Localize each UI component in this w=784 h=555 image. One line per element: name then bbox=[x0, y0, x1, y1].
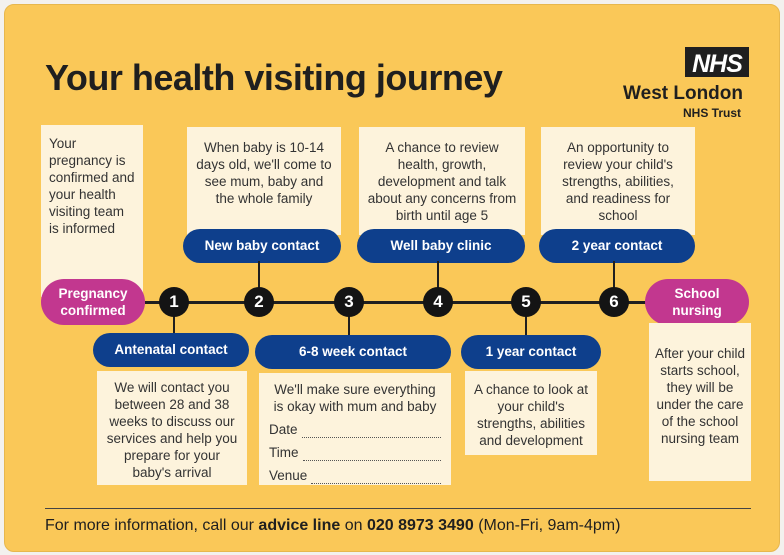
step-number-4: 4 bbox=[423, 287, 453, 317]
time-field[interactable]: Time bbox=[269, 444, 441, 461]
date-field[interactable]: Date bbox=[269, 421, 441, 438]
footer-divider bbox=[45, 508, 751, 509]
step-4-info-box: A chance to review health, growth, devel… bbox=[359, 127, 525, 235]
footer-prefix: For more information, call our bbox=[45, 517, 254, 534]
stem-5 bbox=[525, 313, 527, 339]
stem-3 bbox=[348, 313, 350, 339]
pregnancy-info-text: Your pregnancy is confirmed and your hea… bbox=[49, 136, 135, 236]
pregnancy-label-2: confirmed bbox=[60, 303, 126, 318]
step-number-3: 3 bbox=[334, 287, 364, 317]
step-number-2: 2 bbox=[244, 287, 274, 317]
school-label-2: nursing bbox=[672, 303, 722, 318]
org-name: West London bbox=[623, 83, 743, 104]
timeline-line bbox=[145, 301, 655, 304]
advice-line-label: advice line bbox=[258, 517, 341, 534]
school-info-text: After your child starts school, they wil… bbox=[654, 346, 746, 446]
step-5-info-box: A chance to look at your child's strengt… bbox=[465, 371, 597, 455]
step-6-title: 2 year contact bbox=[539, 229, 695, 263]
step-number-6: 6 bbox=[599, 287, 629, 317]
step-1-info-box: We will contact you between 28 and 38 we… bbox=[97, 371, 247, 485]
step-2-text: When baby is 10-14 days old, we'll come … bbox=[196, 140, 332, 206]
date-label: Date bbox=[269, 422, 298, 437]
phone-number[interactable]: 020 8973 3490 bbox=[366, 517, 474, 534]
step-2-info-box: When baby is 10-14 days old, we'll come … bbox=[187, 127, 341, 235]
step-3-title: 6-8 week contact bbox=[255, 335, 451, 369]
pregnancy-confirmed-badge: Pregnancy confirmed bbox=[41, 279, 145, 325]
footer-info: For more information, call our advice li… bbox=[45, 517, 620, 535]
venue-label: Venue bbox=[269, 468, 308, 483]
stem-6 bbox=[613, 261, 615, 289]
step-1-text: We will contact you between 28 and 38 we… bbox=[106, 380, 238, 480]
step-5-title: 1 year contact bbox=[461, 335, 601, 369]
school-label-1: School bbox=[674, 286, 720, 301]
footer-hours: (Mon-Fri, 9am-4pm) bbox=[478, 517, 621, 534]
school-nursing-badge: School nursing bbox=[645, 279, 749, 325]
journey-card: Your health visiting journey NHS West Lo… bbox=[4, 4, 780, 552]
step-4-title: Well baby clinic bbox=[357, 229, 525, 263]
pregnancy-label-1: Pregnancy bbox=[58, 286, 128, 301]
time-label: Time bbox=[269, 445, 299, 460]
step-number-5: 5 bbox=[511, 287, 541, 317]
stem-1 bbox=[173, 313, 175, 339]
step-3-info-box: We'll make sure everything is okay with … bbox=[259, 373, 451, 485]
step-5-text: A chance to look at your child's strengt… bbox=[473, 382, 589, 448]
nhs-logo: NHS bbox=[685, 47, 749, 78]
page-title: Your health visiting journey bbox=[45, 57, 503, 98]
pregnancy-info-box: Your pregnancy is confirmed and your hea… bbox=[41, 125, 143, 297]
step-1-title: Antenatal contact bbox=[93, 333, 249, 367]
step-4-text: A chance to review health, growth, devel… bbox=[367, 140, 517, 223]
step-2-title: New baby contact bbox=[183, 229, 341, 263]
venue-field[interactable]: Venue bbox=[269, 467, 441, 484]
school-info-box: After your child starts school, they wil… bbox=[649, 323, 751, 481]
step-6-text: An opportunity to review your child's st… bbox=[562, 140, 674, 223]
step-3-text: We'll make sure everything is okay with … bbox=[273, 382, 437, 414]
step-number-1: 1 bbox=[159, 287, 189, 317]
org-trust: NHS Trust bbox=[682, 106, 741, 120]
stem-4 bbox=[437, 261, 439, 289]
stem-2 bbox=[258, 261, 260, 289]
step-6-info-box: An opportunity to review your child's st… bbox=[541, 127, 695, 235]
footer-middle: on bbox=[344, 517, 363, 534]
